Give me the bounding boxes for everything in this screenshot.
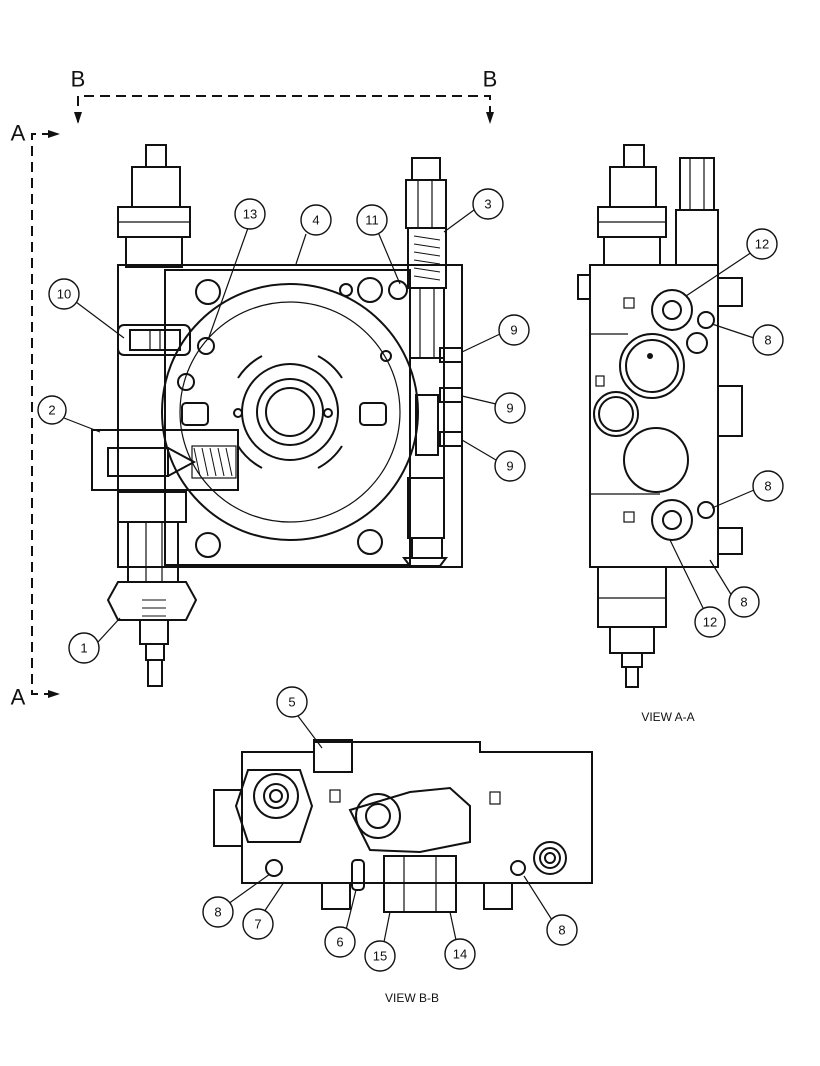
- svg-text:13: 13: [243, 207, 257, 222]
- front-view: [91, 144, 463, 687]
- svg-text:8: 8: [558, 923, 565, 938]
- section-marker-b-right: B: [483, 67, 498, 92]
- callout-3: 3: [443, 188, 504, 233]
- section-line-a-a: A A: [11, 121, 60, 710]
- callout-12-lower: 12: [669, 539, 726, 638]
- callout-2: 2: [37, 395, 101, 433]
- callout-8-view-a-middle: 8: [711, 470, 784, 509]
- svg-text:3: 3: [484, 197, 491, 212]
- view-b-b: VIEW B-B: [213, 739, 593, 1005]
- svg-text:8: 8: [764, 333, 771, 348]
- section-marker-a-top: A: [11, 121, 26, 146]
- callout-6: 6: [324, 889, 357, 958]
- callout-13: 13: [207, 198, 266, 341]
- svg-text:2: 2: [48, 403, 55, 418]
- callout-10: 10: [48, 278, 125, 339]
- callout-14: 14: [444, 911, 476, 970]
- svg-text:6: 6: [336, 935, 343, 950]
- svg-text:10: 10: [57, 287, 71, 302]
- callout-11: 11: [356, 204, 401, 285]
- svg-text:9: 9: [506, 459, 513, 474]
- section-marker-a-bottom: A: [11, 685, 26, 710]
- callout-12-upper: 12: [685, 228, 778, 297]
- callout-9-upper: 9: [461, 314, 530, 353]
- svg-text:8: 8: [764, 479, 771, 494]
- svg-text:15: 15: [373, 949, 387, 964]
- svg-text:8: 8: [740, 595, 747, 610]
- svg-text:11: 11: [365, 213, 379, 228]
- callout-7: 7: [242, 881, 285, 940]
- view-a-a: VIEW A-A: [577, 144, 743, 724]
- svg-text:8: 8: [214, 905, 221, 920]
- callout-8-view-b-right: 8: [523, 875, 578, 946]
- svg-text:4: 4: [312, 213, 319, 228]
- svg-text:7: 7: [254, 917, 261, 932]
- section-marker-b-left: B: [71, 67, 86, 92]
- svg-text:14: 14: [453, 947, 467, 962]
- svg-text:5: 5: [288, 695, 295, 710]
- section-line-b-b: B B: [71, 67, 498, 124]
- callout-5: 5: [276, 686, 323, 749]
- svg-text:9: 9: [510, 323, 517, 338]
- svg-text:1: 1: [80, 641, 87, 656]
- callout-4: 4: [295, 204, 332, 265]
- callout-8-view-b-left: 8: [202, 873, 271, 928]
- svg-text:12: 12: [703, 615, 717, 630]
- callout-8-view-a-upper: 8: [711, 323, 784, 356]
- view-a-a-label: VIEW A-A: [641, 710, 694, 724]
- callout-8-view-a-lower: 8: [709, 559, 760, 618]
- callout-15: 15: [364, 911, 396, 972]
- view-b-b-label: VIEW B-B: [385, 991, 439, 1005]
- callout-9-middle: 9: [461, 392, 526, 424]
- callout-1: 1: [68, 617, 121, 664]
- svg-text:9: 9: [506, 401, 513, 416]
- callout-9-lower: 9: [461, 439, 526, 482]
- svg-text:12: 12: [755, 237, 769, 252]
